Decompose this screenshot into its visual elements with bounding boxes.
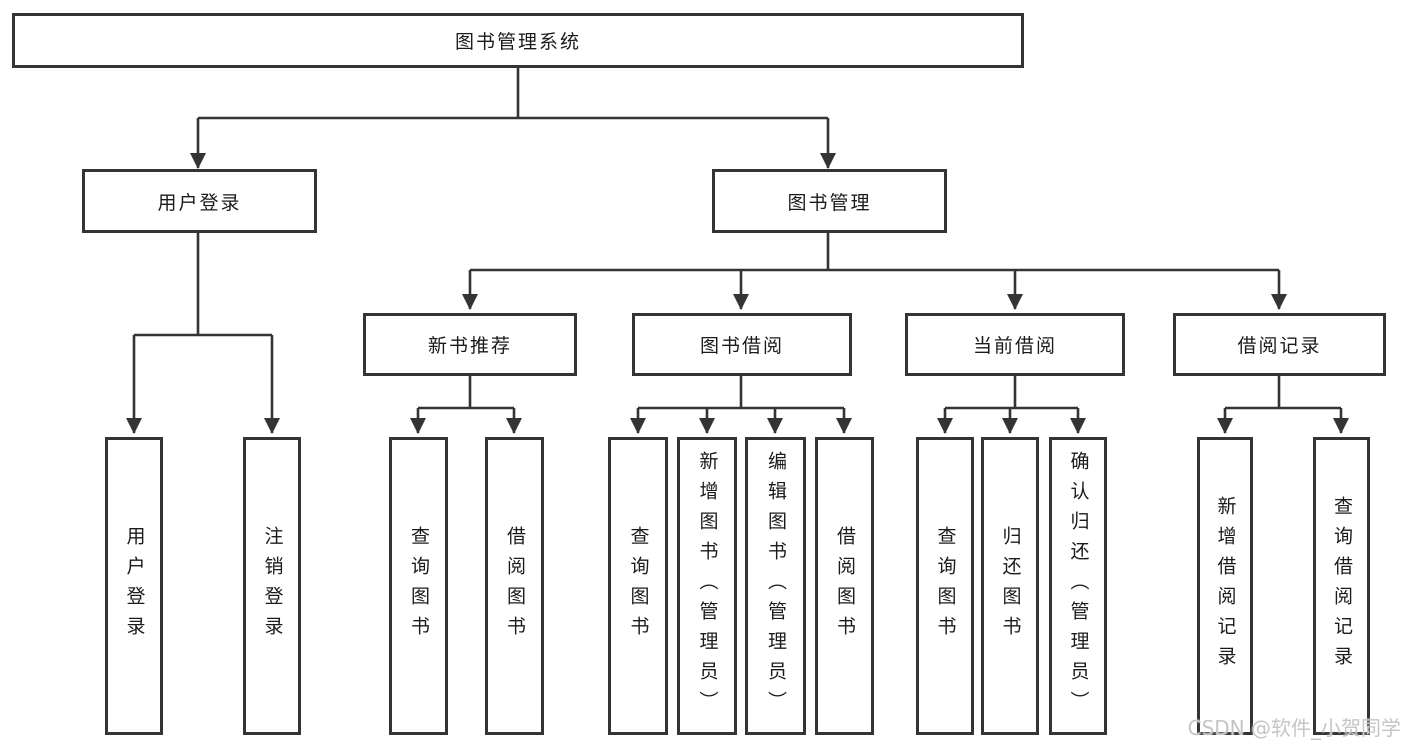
leaf-label: 注销登录 [261,526,284,646]
leaf-label: 新增借阅记录 [1214,496,1237,676]
leaf-search-books-recommend: 查询图书 [389,437,448,735]
node-label: 新书推荐 [427,335,512,357]
node-borrowing-records: 借阅记录 [1173,313,1386,376]
node-label: 图书管理 [787,191,872,214]
leaf-search-borrow-record: 查询借阅记录 [1313,437,1370,735]
leaf-borrow-books-recommend: 借阅图书 [485,437,544,735]
csdn-watermark: CSDN @软件_小贺同学 [1187,716,1401,740]
leaf-label: 查询图书 [627,526,650,646]
leaf-edit-books-admin: 编辑图书（管理员） [745,437,806,735]
node-label: 图书管理系统 [454,31,581,53]
node-label: 当前借阅 [972,335,1057,357]
leaf-label: 借阅图书 [504,526,526,646]
node-book-management: 图书管理 [712,169,947,233]
leaf-logout-login: 注销登录 [243,437,301,735]
leaf-search-books-current: 查询图书 [916,437,974,735]
leaf-add-borrow-record: 新增借阅记录 [1197,437,1253,735]
node-label: 借阅记录 [1237,335,1322,357]
leaf-label: 新增图书（管理员） [696,451,719,721]
leaf-user-login: 用户登录 [105,437,163,735]
leaf-return-books: 归还图书 [981,437,1039,735]
leaf-search-books-borrowing: 查询图书 [608,437,668,735]
leaf-label: 查询图书 [408,526,430,646]
leaf-add-books-admin: 新增图书（管理员） [677,437,737,735]
leaf-label: 归还图书 [999,526,1022,646]
node-book-borrowing: 图书借阅 [632,313,852,376]
leaf-label: 借阅图书 [834,526,856,646]
leaf-label: 用户登录 [123,526,146,646]
node-label: 图书借阅 [699,335,784,357]
node-label: 用户登录 [157,191,242,214]
node-current-borrowing: 当前借阅 [905,313,1125,376]
leaf-label: 确认归还（管理员） [1067,451,1090,721]
leaf-confirm-return-admin: 确认归还（管理员） [1049,437,1107,735]
leaf-label: 查询借阅记录 [1331,496,1353,676]
leaf-borrow-books-borrowing: 借阅图书 [815,437,874,735]
leaf-label: 查询图书 [934,526,957,646]
node-user-login: 用户登录 [82,169,317,233]
node-library-management-system: 图书管理系统 [12,13,1024,68]
leaf-label: 编辑图书（管理员） [765,451,787,721]
node-new-book-recommendation: 新书推荐 [363,313,577,376]
